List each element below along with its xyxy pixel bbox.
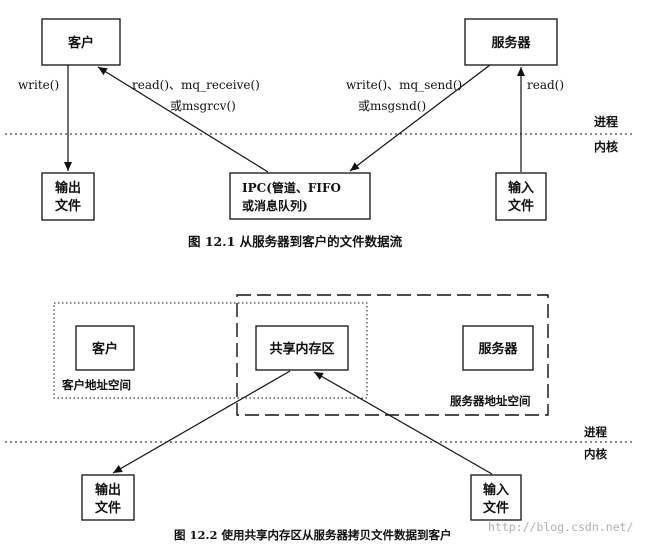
- fig1-caption: 图 12.1 从服务器到客户的文件数据流: [188, 234, 403, 249]
- fig1-ipc-box: [229, 172, 371, 220]
- fig1-server-write-label-line2: 或msgsnd(): [358, 99, 426, 113]
- fig2-kernel-label: 内核: [584, 447, 607, 461]
- fig2-arrow-shm-to-output: [112, 370, 291, 474]
- fig2-client-address-space: [53, 302, 368, 399]
- fig1-arrow-server-to-ipc: [349, 64, 491, 172]
- fig2-client-box: [75, 325, 135, 371]
- fig1-kernel-label: 内核: [594, 139, 618, 154]
- fig1-output-file-line2: 文件: [55, 198, 81, 214]
- fig1-client-label: 客户: [68, 35, 94, 51]
- fig1-server-box: [464, 18, 558, 66]
- fig1-client-box: [41, 18, 121, 66]
- fig2-arrow-input-to-shm: [313, 371, 493, 475]
- fig2-output-file-line1: 输出: [95, 482, 121, 498]
- fig2-client-label: 客户: [92, 341, 118, 357]
- fig2-server-address-space: [236, 294, 549, 416]
- fig1-server-label: 服务器: [491, 35, 531, 51]
- fig1-process-label: 进程: [594, 114, 618, 129]
- fig1-input-file-line2: 文件: [508, 198, 534, 214]
- fig2-caption: 图 12.2 使用共享内存区从服务器拷贝文件数据到客户: [174, 528, 452, 542]
- fig1-arrow-ipc-to-client: [97, 66, 269, 173]
- fig1-input-file-line1: 输入: [508, 180, 534, 196]
- fig2-client-space-label: 客户地址空间: [61, 378, 131, 392]
- watermark-text: http://blog.csdn.net/: [488, 520, 633, 534]
- fig1-server-read-label: read(): [527, 78, 564, 92]
- fig1-input-file-box: [495, 172, 547, 221]
- fig1-client-read-label-line1: read()、mq_receive(): [132, 78, 260, 92]
- fig2-shared-memory-label: 共享内存区: [269, 341, 334, 357]
- fig2-server-label: 服务器: [478, 341, 518, 357]
- fig2-process-label: 进程: [584, 425, 607, 439]
- fig1-client-write-label: write(): [18, 78, 59, 92]
- fig2-input-file-box: [470, 474, 522, 521]
- fig1-ipc-line2: 或消息队列): [242, 198, 308, 213]
- fig2-server-space-label: 服务器地址空间: [450, 394, 531, 408]
- fig2-shared-memory-box: [255, 325, 349, 371]
- fig2-output-file-line2: 文件: [95, 500, 121, 516]
- fig2-server-box: [462, 325, 534, 371]
- fig2-output-file-box: [81, 474, 135, 521]
- fig1-server-write-label-line1: write()、mq_send(): [346, 78, 462, 92]
- fig1-client-read-label-line2: 或msgrcv(): [170, 99, 236, 113]
- fig1-ipc-line1: IPC(管道、FIFO: [242, 180, 341, 195]
- fig2-input-file-line2: 文件: [483, 500, 509, 516]
- fig2-input-file-line1: 输入: [483, 482, 509, 498]
- fig1-output-file-box: [41, 172, 95, 221]
- fig1-output-file-line1: 输出: [55, 180, 81, 196]
